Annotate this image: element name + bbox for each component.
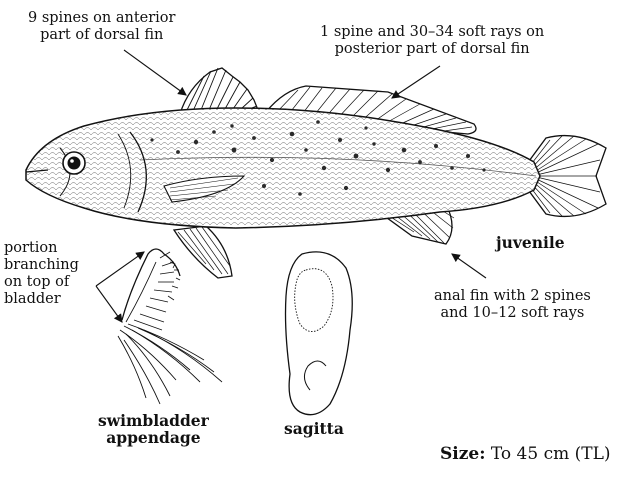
label-dorsal-spines-line1: 9 spines on anterior	[28, 10, 175, 27]
size-label: Size:	[440, 444, 485, 464]
label-dorsal-spines-line2: part of dorsal fin	[28, 27, 175, 44]
label-dorsal-soft: 1 spine and 30–34 soft rays on posterior…	[320, 24, 544, 58]
label-juvenile: juvenile	[496, 234, 565, 251]
spiny-dorsal-fin	[180, 68, 258, 114]
label-swimbladder-line2: appendage	[98, 429, 209, 446]
label-swimbladder-line1: swimbladder	[98, 412, 209, 429]
label-anal-fin-line1: anal fin with 2 spines	[434, 288, 591, 305]
label-swimbladder: swimbladder appendage	[98, 412, 209, 446]
arrow-to-branching-bottom	[96, 286, 122, 322]
label-branching-line1: portion	[4, 240, 79, 257]
swimbladder-appendage-drawing	[118, 249, 222, 404]
label-sagitta: sagitta	[284, 420, 344, 437]
arrow-to-soft-dorsal	[392, 66, 440, 98]
pelvic-fin	[174, 226, 232, 278]
label-branching-line4: bladder	[4, 291, 79, 308]
arrow-to-anal-fin	[452, 254, 486, 278]
size-info: Size: To 45 cm (TL)	[440, 444, 611, 464]
sagitta-drawing	[286, 252, 353, 415]
label-branching-line2: branching	[4, 257, 79, 274]
size-value: To 45 cm (TL)	[491, 444, 611, 464]
label-dorsal-soft-line2: posterior part of dorsal fin	[320, 41, 544, 58]
label-anal-fin-line2: and 10–12 soft rays	[434, 305, 591, 322]
label-dorsal-spines: 9 spines on anterior part of dorsal fin	[28, 10, 175, 44]
arrow-to-branching-top	[96, 252, 144, 286]
arrow-to-spiny-dorsal	[124, 50, 186, 95]
label-branching: portion branching on top of bladder	[4, 240, 79, 308]
label-anal-fin: anal fin with 2 spines and 10–12 soft ra…	[434, 288, 591, 322]
eye	[63, 152, 85, 174]
label-dorsal-soft-line1: 1 spine and 30–34 soft rays on	[320, 24, 544, 41]
label-branching-line3: on top of	[4, 274, 79, 291]
